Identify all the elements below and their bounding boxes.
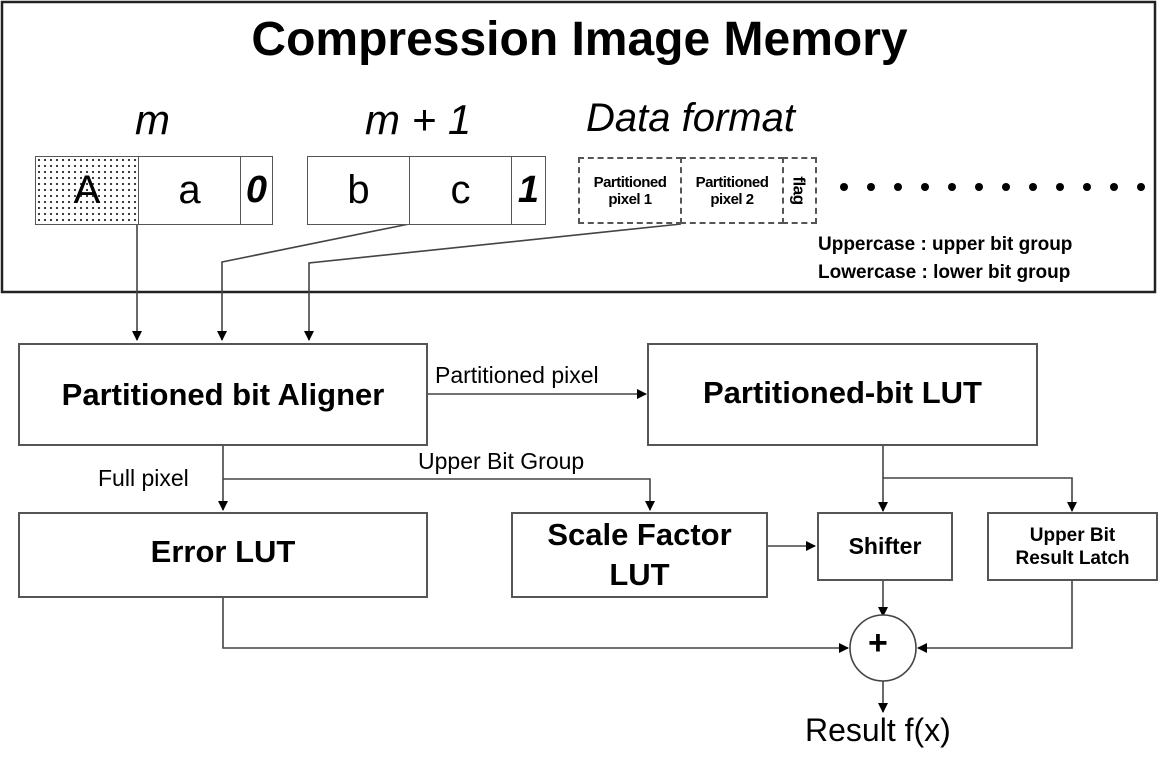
legend-uppercase: Uppercase : upper bit group [818, 234, 1073, 255]
cell-text: c [450, 168, 471, 212]
data-format-label: Data format [586, 96, 795, 140]
wire-upper-bit-group [223, 478, 655, 511]
result-output-label: Result f(x) [805, 712, 951, 748]
field-line: pixel 1 [608, 190, 652, 208]
memory-frame [0, 0, 1157, 294]
block-label: Partitioned-bit LUT [703, 375, 982, 410]
cell-text: 0 [245, 169, 268, 211]
wire-latch-to-adder [917, 580, 1073, 653]
cell-text: a [178, 168, 201, 212]
block-label: Upper Bit [1029, 524, 1116, 546]
legend-lowercase: Lowercase : lower bit group [818, 262, 1071, 283]
field-line: pixel 2 [710, 190, 754, 208]
signal-upper-bit-group: Upper Bit Group [418, 448, 585, 474]
word-m1-label: m + 1 [365, 96, 472, 143]
partitioned-bit-aligner-block: Partitioned bit Aligner [18, 343, 428, 446]
field-flag: flag [782, 157, 817, 224]
error-lut-block: Error LUT [18, 512, 428, 598]
block-label: Shifter [848, 533, 922, 559]
memory-title: Compression Image Memory [251, 13, 908, 66]
field-line: flag [789, 176, 809, 205]
word-m-label: m [135, 96, 170, 143]
cell-text: 1 [517, 169, 540, 211]
cell-lower-c: c [409, 156, 512, 225]
wire-b-to-aligner [217, 223, 410, 341]
adder-circle [849, 614, 917, 682]
block-label: Partitioned bit Aligner [61, 376, 385, 412]
field-line: Partitioned [593, 173, 667, 191]
wire-dataformat-to-aligner [304, 223, 682, 341]
adder-plus-icon: + [868, 624, 888, 662]
field-line: Partitioned [695, 173, 769, 191]
block-label: Scale Factor [547, 517, 732, 552]
cell-text: A [73, 168, 101, 212]
cell-lower-b: b [307, 156, 410, 225]
block-label: Result Latch [1015, 547, 1130, 569]
cell-flag-1: 1 [511, 156, 546, 225]
wire-lut-to-latch [883, 477, 1077, 512]
signal-full-pixel: Full pixel [98, 465, 189, 491]
block-label: Error LUT [150, 534, 296, 569]
shifter-block: Shifter [817, 512, 953, 581]
cell-lower-a: a [138, 156, 241, 225]
cell-upper-A: A [35, 156, 139, 225]
signal-partitioned-pixel: Partitioned pixel [435, 362, 599, 388]
block-label: LUT [609, 557, 670, 592]
wire-error-to-adder [222, 598, 849, 653]
continuation-dots [840, 183, 1145, 191]
cell-text: b [347, 168, 370, 212]
cell-flag-0: 0 [240, 156, 273, 225]
partitioned-bit-lut-block: Partitioned-bit LUT [647, 343, 1038, 446]
